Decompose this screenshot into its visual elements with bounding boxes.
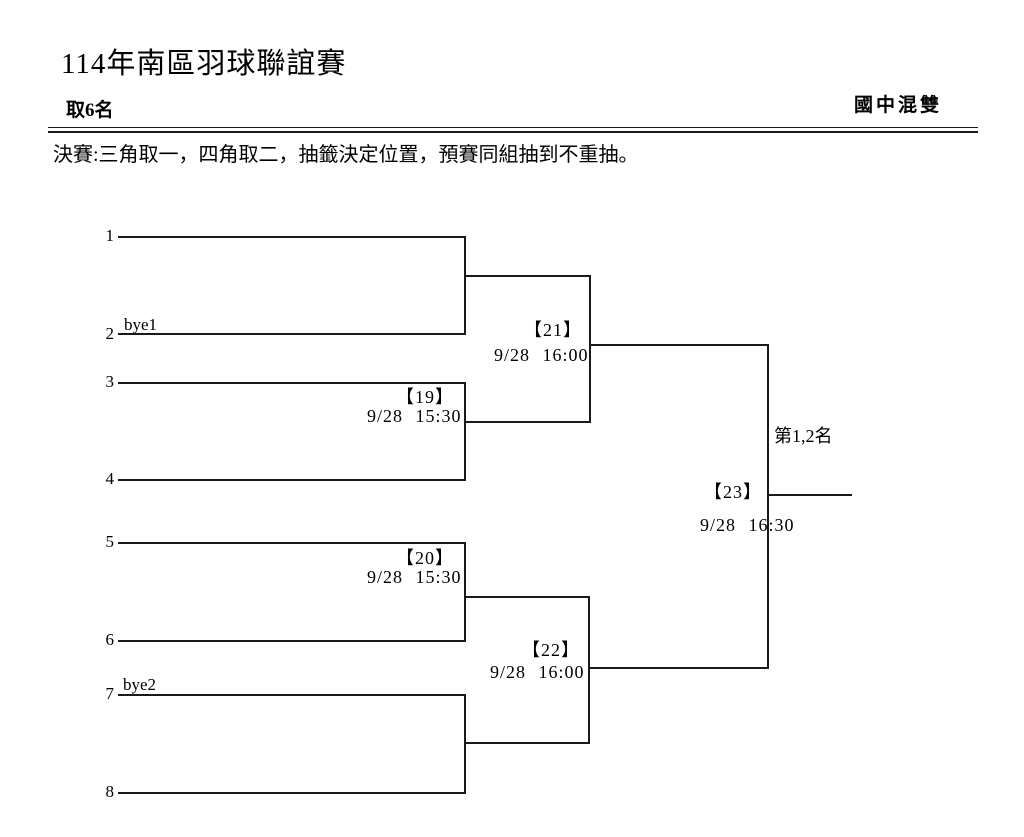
output-line-match-19: [464, 421, 591, 423]
output-line-match-20: [464, 596, 590, 598]
note-text: 決賽:三角取一，四角取二，抽籤決定位置，預賽同組抽到不重抽。: [53, 144, 639, 166]
connector-match-21: [589, 275, 591, 423]
seed-5-line: [118, 542, 466, 544]
connector-match-22: [588, 596, 590, 744]
connector-seeds-1-2: [464, 236, 466, 335]
seed-3-label: 3: [105, 372, 115, 391]
seed-6-label: 6: [105, 630, 115, 649]
seed-1-label: 1: [105, 226, 115, 245]
connector-seeds-7-8: [464, 694, 466, 794]
bye2-label: bye2: [123, 675, 157, 694]
output-line-match-21: [589, 344, 769, 346]
connector-match-23: [767, 344, 769, 669]
output-line-match-22: [588, 667, 769, 669]
seed-1-line: [118, 236, 466, 238]
seed-6-line: [118, 640, 466, 642]
output-line-seeds-7-8: [464, 742, 590, 744]
match-20-id: 【20】: [396, 548, 454, 568]
match-23-time: 9/28 16:30: [700, 515, 795, 535]
seed-7-label: 7: [105, 684, 115, 703]
seed-2-label: 2: [105, 324, 115, 343]
seed-4-label: 4: [105, 469, 115, 488]
connector-seeds-5-6: [464, 542, 466, 642]
seed-2-line: [118, 333, 466, 335]
header-rule: [48, 127, 978, 133]
page-title: 114年南區羽球聯誼賽: [61, 48, 347, 80]
final-placement-label: 第1,2名: [774, 426, 833, 446]
seed-8-line: [118, 792, 466, 794]
match-23-id: 【23】: [704, 482, 762, 502]
seed-8-label: 8: [105, 782, 115, 801]
qualifier-label: 取6名: [66, 100, 114, 121]
seed-3-line: [118, 382, 466, 384]
match-22-id: 【22】: [522, 640, 580, 660]
category-label: 國中混雙: [854, 95, 943, 116]
bye1-label: bye1: [124, 315, 158, 334]
seed-4-line: [118, 479, 466, 481]
seed-7-line: [118, 694, 466, 696]
output-line-seeds-1-2: [464, 275, 591, 277]
match-21-time: 9/28 16:00: [494, 345, 589, 365]
output-line-match-23: [767, 494, 852, 496]
seed-5-label: 5: [105, 532, 115, 551]
match-19-time: 9/28 15:30: [367, 406, 462, 426]
match-21-id: 【21】: [524, 320, 582, 340]
connector-seeds-3-4: [464, 382, 466, 481]
match-22-time: 9/28 16:00: [490, 662, 585, 682]
match-19-id: 【19】: [396, 387, 454, 407]
match-20-time: 9/28 15:30: [367, 567, 462, 587]
